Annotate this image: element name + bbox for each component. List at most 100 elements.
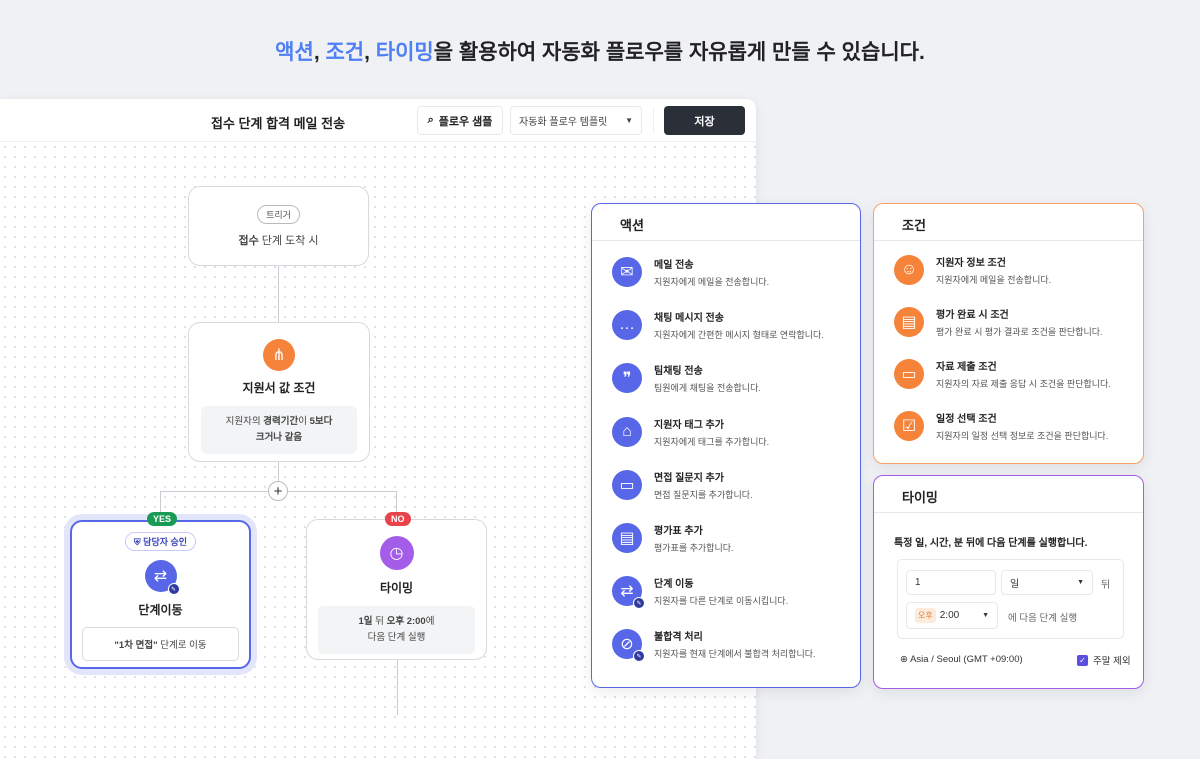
connector bbox=[397, 660, 398, 715]
search-doc-icon: ⌕ bbox=[427, 114, 434, 126]
glyph: ▭ bbox=[901, 366, 917, 383]
glyph: ⇄ bbox=[620, 583, 634, 601]
t: 지원자의 bbox=[225, 416, 264, 427]
divider bbox=[653, 108, 654, 133]
item-icon: ▭ bbox=[612, 469, 642, 500]
connector bbox=[278, 462, 279, 492]
label: 담당자 승인 bbox=[143, 537, 188, 547]
after-label: 뒤 bbox=[1101, 580, 1111, 591]
add-step-button[interactable]: + bbox=[268, 481, 288, 501]
glyph: ☺ bbox=[900, 261, 918, 278]
item-desc: 평가 완료 시 평가 결과로 조건을 판단합니다. bbox=[936, 327, 1103, 337]
approval-sub-icon: ✎ bbox=[167, 583, 180, 595]
item-icon: ⇄✎ bbox=[612, 576, 645, 610]
item-icon: ▭ bbox=[894, 359, 924, 389]
no-tag: NO bbox=[385, 512, 411, 526]
yes-tag: YES bbox=[147, 512, 178, 526]
timing-panel: 타이밍 특정 일, 시간, 분 뒤에 다음 단계를 실행합니다. 1 일▼ 뒤 … bbox=[873, 475, 1144, 689]
caret-down-icon: ▼ bbox=[982, 612, 989, 619]
amount-input[interactable]: 1 bbox=[906, 570, 996, 595]
label: Asia / Seoul (GMT +09:00) bbox=[910, 654, 1023, 665]
branch-icon: ⋔ bbox=[263, 339, 295, 371]
label: 자동화 플로우 템플릿 bbox=[519, 117, 608, 128]
item-desc: 평가표를 추가합니다. bbox=[654, 543, 734, 553]
t: 오후 2:00 bbox=[386, 616, 426, 627]
panel-title: 조건 bbox=[874, 204, 1143, 241]
item-icon: ☺ bbox=[894, 255, 924, 285]
sep: , bbox=[313, 41, 326, 64]
glyph: ▤ bbox=[619, 530, 635, 547]
timing-description: 특정 일, 시간, 분 뒤에 다음 단계를 실행합니다. bbox=[894, 538, 1088, 549]
item-desc: 팀원에게 채팅을 전송합니다. bbox=[654, 383, 761, 394]
headline-condition: 조건 bbox=[325, 41, 365, 64]
headline: 액션, 조건, 타이밍을 활용하여 자동화 플로우를 자유롭게 만들 수 있습니… bbox=[0, 36, 1200, 66]
t: 단계로 이동 bbox=[157, 640, 207, 651]
flow-sample-button[interactable]: ⌕플로우 샘플 bbox=[417, 106, 503, 135]
glyph: ⊘ bbox=[620, 636, 634, 654]
item-desc: 지원자에게 태그를 추가합니다. bbox=[654, 436, 770, 447]
trigger-text: 단계 도착 시 bbox=[258, 235, 319, 247]
stage-name: 접수 bbox=[238, 235, 259, 247]
t: 에 bbox=[425, 616, 435, 627]
glyph: ⌂ bbox=[622, 422, 632, 440]
item-title: 불합격 처리 bbox=[654, 632, 703, 644]
panel-title: 타이밍 bbox=[874, 476, 1143, 513]
yes-node[interactable]: ⛨ 담당자 승인 ⇄✎ 단계이동 "1차 면접" 단계로 이동 bbox=[70, 520, 251, 669]
item-title: 지원자 정보 조건 bbox=[936, 258, 1006, 269]
weekend-checkbox[interactable]: ✓주말 제외 bbox=[1077, 653, 1131, 667]
t: 다음 단계 실행 bbox=[367, 632, 426, 643]
template-select[interactable]: 자동화 플로우 템플릿▼ bbox=[510, 106, 642, 135]
save-button[interactable]: 저장 bbox=[664, 106, 745, 135]
panel-title: 액션 bbox=[592, 204, 860, 241]
item-title: 평가표 추가 bbox=[654, 526, 703, 537]
unit-select[interactable]: 일▼ bbox=[1001, 570, 1093, 595]
item-desc: 지원자를 다른 단계로 이동시킵니다. bbox=[654, 596, 789, 607]
timezone[interactable]: ⊕ Asia / Seoul (GMT +09:00) bbox=[900, 654, 1023, 665]
item-title: 채팅 메시지 전송 bbox=[654, 313, 724, 325]
swap-icon: ⇄✎ bbox=[144, 560, 180, 595]
trigger-node[interactable]: 트리거 접수 단계 도착 시 bbox=[188, 186, 369, 266]
t: "1차 면접" bbox=[114, 640, 158, 651]
t: 뒤 bbox=[372, 616, 387, 627]
item-title: 팀채팅 전송 bbox=[654, 366, 703, 378]
headline-action: 액션 bbox=[275, 41, 314, 64]
globe-icon: ⊕ bbox=[900, 654, 908, 665]
node-title: 타이밍 bbox=[379, 581, 414, 595]
headline-timing: 타이밍 bbox=[375, 41, 434, 64]
headline-rest: 을 활용하여 자동화 플로우를 자유롭게 만들 수 있습니다. bbox=[433, 41, 925, 64]
connector bbox=[396, 491, 397, 519]
approval-sub-icon: ✎ bbox=[633, 597, 645, 610]
item-desc: 지원자의 일정 선택 정보로 조건을 판단합니다. bbox=[936, 431, 1109, 441]
trigger-badge: 트리거 bbox=[257, 205, 300, 224]
node-title: 단계이동 bbox=[138, 603, 183, 617]
t: 이 bbox=[298, 416, 310, 427]
item-title: 면접 질문지 추가 bbox=[654, 472, 724, 484]
item-title: 메일 전송 bbox=[654, 260, 694, 271]
item-icon: ⌂ bbox=[612, 416, 642, 447]
node-title: 지원서 값 조건 bbox=[242, 381, 316, 395]
glyph: ▭ bbox=[619, 476, 635, 494]
glyph: ❞ bbox=[622, 370, 632, 388]
item-desc: 지원자의 자료 제출 응답 시 조건을 판단합니다. bbox=[936, 379, 1111, 389]
item-icon: ▤ bbox=[894, 307, 924, 337]
time-suffix: 에 다음 단계 실행 bbox=[1008, 613, 1078, 624]
flow-title: 접수 단계 합격 메일 전송 bbox=[211, 116, 346, 131]
label: 일 bbox=[1010, 579, 1020, 590]
